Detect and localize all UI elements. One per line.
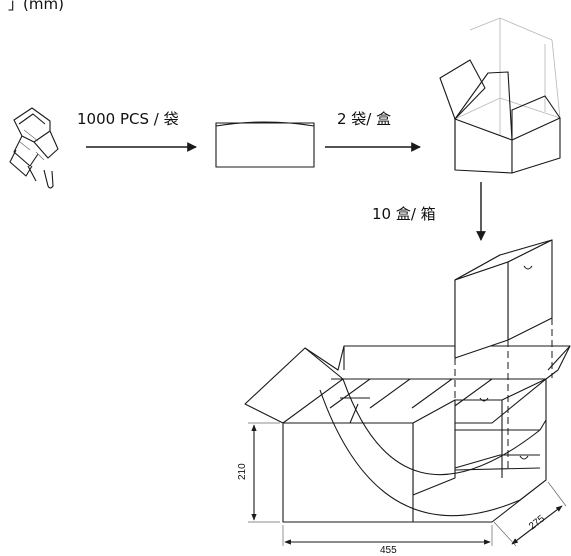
dimension-height: 210 — [237, 422, 280, 523]
clip-icon — [9, 107, 59, 189]
dimension-width: 455 — [282, 525, 493, 556]
inner-box-icon — [439, 17, 562, 174]
dim-depth-label: 275 — [527, 513, 547, 532]
label-boxes-per-carton: 10 盒/ 箱 — [372, 205, 436, 223]
label-bags-per-box: 2 袋/ 盒 — [337, 110, 391, 128]
label-pcs-per-bag: 1000 PCS / 袋 — [77, 110, 179, 128]
bag-icon — [215, 121, 315, 168]
unit-header: 」(mm) — [8, 0, 64, 13]
carton-icon — [244, 239, 571, 523]
dimension-depth: 275 — [493, 481, 567, 547]
dim-width-label: 455 — [380, 545, 397, 556]
dim-height-label: 210 — [237, 463, 248, 480]
